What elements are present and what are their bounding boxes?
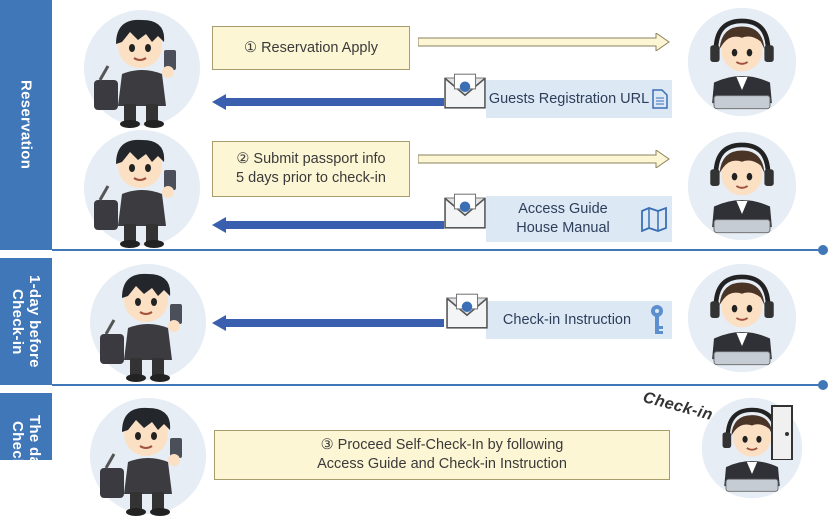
message-access-guide-text: Access Guide House Manual: [516, 201, 610, 236]
host-avatar-1: [686, 6, 798, 118]
guest-avatar-3: [88, 262, 208, 382]
envelope-icon: [444, 192, 486, 230]
step-1-text: ① Reservation Apply: [244, 39, 378, 56]
message-checkin-instruction: Check-in Instruction: [486, 301, 672, 339]
arrow-to-guest-2: [212, 217, 444, 233]
step-1-box: ① Reservation Apply: [212, 26, 410, 70]
divider-1: [52, 249, 822, 251]
envelope-icon: [444, 72, 486, 110]
divider-2-dot: [818, 380, 828, 390]
guest-avatar-1: [82, 8, 202, 128]
host-avatar-2: [686, 130, 798, 242]
host-avatar-3: [686, 262, 798, 374]
step-2-text: ② Submit passport info 5 days prior to c…: [236, 151, 386, 186]
arrow-to-host-2: [418, 150, 670, 168]
divider-1-dot: [818, 245, 828, 255]
phase-the-day: The day of Check-in: [0, 393, 52, 493]
arrow-to-host-1: [418, 33, 670, 51]
guest-avatar-4: [88, 396, 208, 516]
phase-the-day-label: The day of Check-in: [9, 415, 43, 494]
divider-2: [52, 384, 822, 386]
envelope-icon: [446, 292, 488, 330]
document-icon: [652, 89, 668, 109]
guest-avatar-2: [82, 128, 202, 248]
step-3-text: ③ Proceed Self-Check-In by following Acc…: [317, 437, 567, 472]
key-icon: [651, 305, 663, 334]
door-icon: [771, 405, 793, 460]
step-2-box: ② Submit passport info 5 days prior to c…: [212, 141, 410, 197]
message-access-guide: Access Guide House Manual: [486, 196, 672, 242]
message-guests-registration-text: Guests Registration URL: [488, 90, 650, 107]
phase-one-day-before-label: 1-day before Check-in: [9, 275, 43, 368]
map-icon: [641, 206, 667, 232]
phase-reservation-label: Reservation: [17, 80, 35, 170]
arrow-to-guest-3: [212, 315, 444, 331]
message-checkin-instruction-text: Check-in Instruction: [502, 311, 632, 328]
checkin-sign: Check-in: [641, 389, 715, 424]
step-3-box: ③ Proceed Self-Check-In by following Acc…: [214, 430, 670, 480]
phase-one-day-before: 1-day before Check-in: [0, 258, 52, 385]
phase-reservation: Reservation: [0, 0, 52, 250]
arrow-to-guest-1: [212, 94, 444, 110]
message-guests-registration: Guests Registration URL: [486, 80, 672, 118]
